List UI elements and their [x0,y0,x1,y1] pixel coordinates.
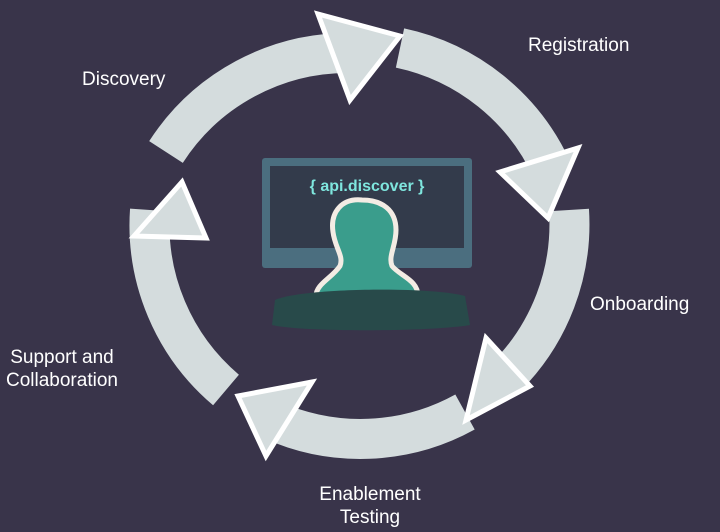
ring-segment-top [149,32,351,164]
ring-segment-right [395,28,571,179]
ring-segment-bottom [263,394,475,459]
arrowhead-lower-right-icon [462,332,535,425]
stage-label-registration: Registration [528,34,629,57]
ring-segment-lower-right [490,208,590,393]
stage-label-enablement: Enablement Testing [280,483,460,529]
stage-label-discovery-text: Discovery [82,69,166,90]
stage-label-enablement-line2: Testing [339,507,401,528]
arrowhead-top-icon [313,10,405,106]
stage-label-onboarding-text: Onboarding [590,294,690,315]
stage-label-onboarding: Onboarding [590,293,689,316]
developer-illustration: { api.discover } [262,158,472,331]
arrowhead-right-icon [495,144,583,223]
desk [272,289,470,331]
stage-label-registration-text: Registration [528,35,630,56]
arrowhead-bottom-icon [234,378,318,462]
stage-label-support-line2: Collaboration [6,370,118,391]
screen-code-text: { api.discover } [310,178,425,195]
stage-label-discovery: Discovery [82,68,165,91]
stage-label-support: Support and Collaboration [6,346,118,392]
arrowhead-left-icon [128,177,210,241]
lifecycle-ring [128,10,590,462]
stage-label-support-line1: Support and [10,347,114,368]
stage-label-enablement-line1: Enablement [319,484,421,505]
